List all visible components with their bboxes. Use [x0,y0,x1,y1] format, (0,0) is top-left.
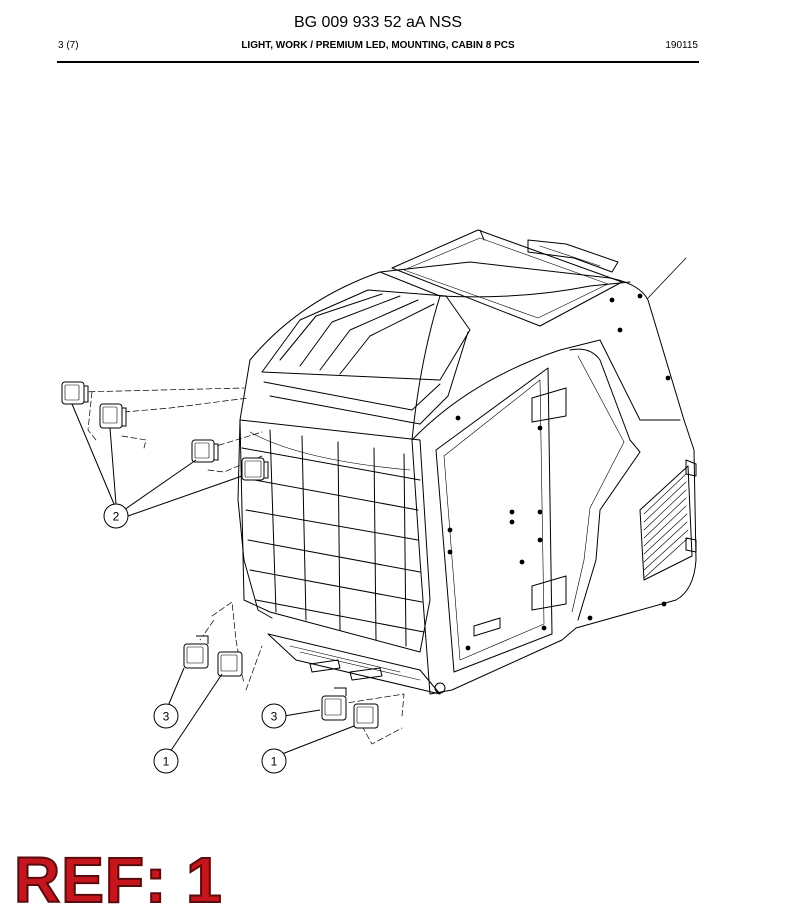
callout-label: 3 [163,710,170,724]
roof-guard [261,289,471,425]
callout-label: 1 [163,755,170,769]
document-date: 190115 [665,40,698,51]
callout-label: 2 [113,510,120,524]
callout-1-left: 1 [153,748,179,774]
leader-lines [71,403,355,755]
callout-label: 1 [271,755,278,769]
callout-2: 2 [103,503,129,529]
document-id: BG 009 933 52 aA NSS [293,14,463,31]
work-lights [61,381,379,729]
callout-label: 3 [271,710,278,724]
roof-bracket [527,239,619,273]
work-light-lower-right [353,703,379,729]
antenna [647,257,687,299]
bracket-light-right [321,687,347,721]
section-title: LIGHT, WORK / PREMIUM LED, MOUNTING, CAB… [241,40,515,51]
vent-grille [639,459,697,581]
mounting-guides [79,387,405,745]
cabin-bolts [447,293,671,651]
work-light-upper-3 [191,439,219,463]
work-light-upper-1 [61,381,89,405]
callout-3-right: 3 [261,703,287,729]
bracket-light-left [183,635,209,669]
page-number: 3 (7) [58,40,79,51]
header-divider [57,61,699,63]
ref-label: REF: 1 [13,844,223,916]
front-guard [239,419,431,653]
work-light-upper-4 [241,457,269,481]
work-light-lower-left [217,651,243,677]
callout-3-left: 3 [153,703,179,729]
cabin-body [237,261,697,695]
callout-1-right: 1 [261,748,287,774]
front-step [267,633,446,695]
callout-bubbles: 2 3 1 3 1 [103,503,287,774]
roof-plate [391,229,623,327]
work-light-upper-2 [99,403,127,429]
